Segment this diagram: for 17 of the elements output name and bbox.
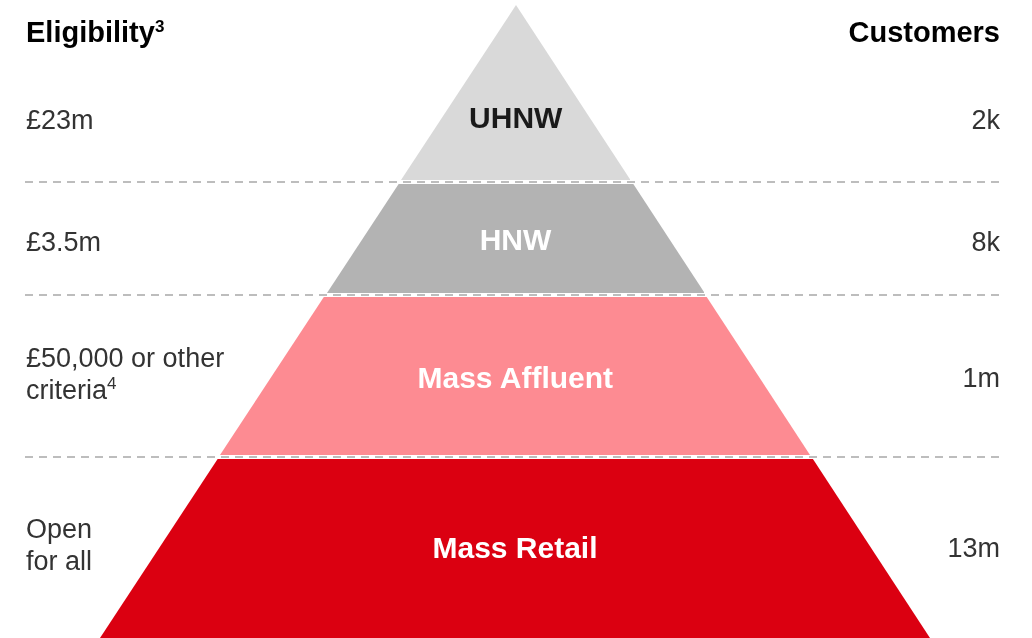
customer-count: 8k [971, 226, 1000, 258]
customer-count: 1m [962, 362, 1000, 394]
column-heading: Eligibility$^{3}$ [26, 16, 165, 48]
eligibility-value: Open for all [26, 513, 94, 577]
tier-label: UHNW [468, 100, 564, 136]
tier-label: Mass Retail [431, 530, 599, 566]
tier-label: Mass Affluent [416, 360, 615, 396]
pyramid-tier [326, 184, 705, 293]
eligibility-value: £3.5m [26, 226, 102, 258]
eligibility-value: £23m [26, 104, 94, 136]
eligibility-value: £50,000 or other criteria$^{4}$ [26, 342, 226, 406]
customer-count: 13m [947, 532, 1000, 564]
pyramid-tier [100, 459, 930, 638]
tier-label: HNW [478, 222, 553, 258]
column-heading: Customers [848, 16, 1000, 48]
customer-count: 2k [971, 104, 1000, 136]
pyramid-tier [401, 5, 631, 180]
